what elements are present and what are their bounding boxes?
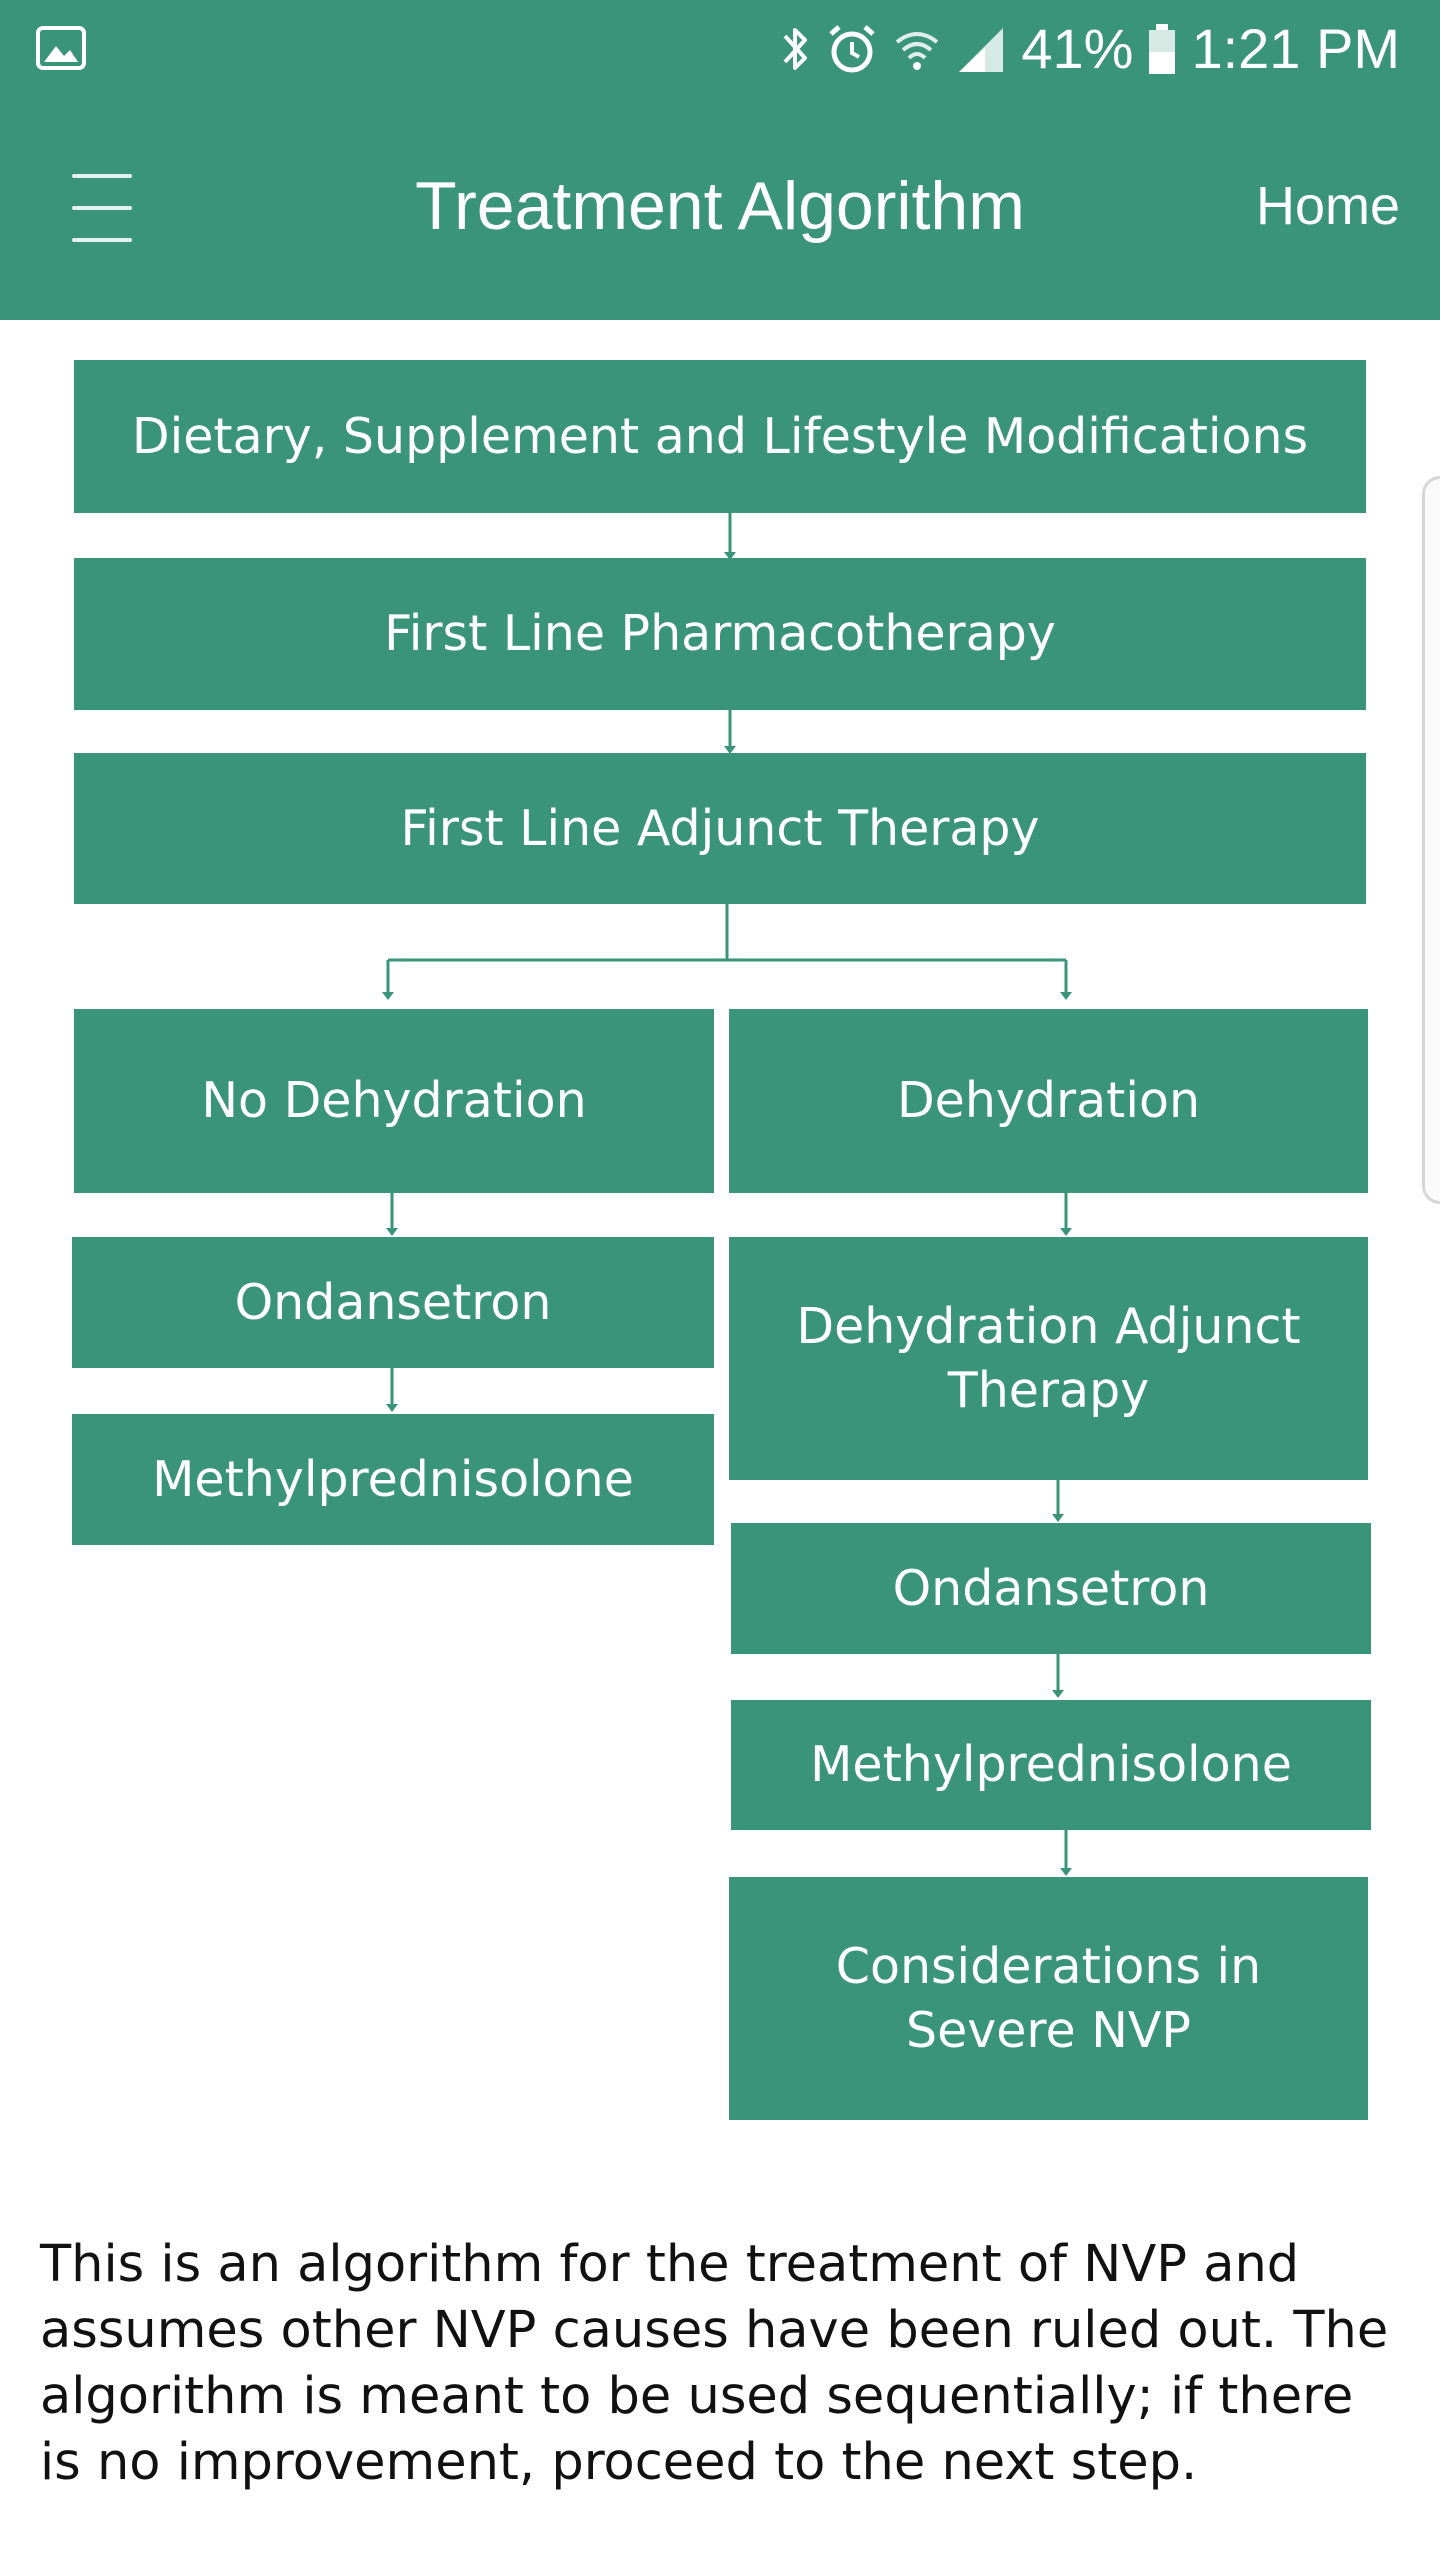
treatment-flowchart: Dietary, Supplement and Lifestyle Modifi… [0,320,1440,2140]
toolbar: Treatment Algorithm Home [0,96,1440,320]
status-icons: 41% 1:21 PM [781,14,1400,84]
hamburger-menu-icon[interactable] [60,166,144,250]
bluetooth-icon [781,22,811,76]
wifi-icon [893,22,941,76]
branch-dehydration[interactable]: Dehydration [729,1009,1368,1193]
clock: 1:21 PM [1191,17,1400,80]
battery-icon [1147,22,1177,76]
flow-connectors [382,513,1072,1876]
gallery-notification-icon [36,26,86,70]
no-dehydration-methylprednisolone[interactable]: Methylprednisolone [72,1414,714,1545]
step-lifestyle-modifications[interactable]: Dietary, Supplement and Lifestyle Modifi… [74,360,1366,513]
alarm-icon [825,22,879,76]
home-button[interactable]: Home [1255,176,1400,236]
edge-panel-handle[interactable] [1422,476,1440,1204]
dehydration-ondansetron[interactable]: Ondansetron [731,1523,1371,1654]
branch-no-dehydration[interactable]: No Dehydration [74,1009,714,1193]
signal-icon [955,22,1007,76]
algorithm-description: This is an algorithm for the treatment o… [40,2235,1389,2492]
app-bar: 41% 1:21 PM Treatment Algorithm Home [0,0,1440,320]
battery-percent: 41% [1021,17,1134,80]
step-first-line-pharmacotherapy[interactable]: First Line Pharmacotherapy [74,558,1366,710]
page-title: Treatment Algorithm [415,168,1025,244]
status-bar: 41% 1:21 PM [0,0,1440,96]
no-dehydration-ondansetron[interactable]: Ondansetron [72,1237,714,1368]
considerations-severe-nvp[interactable]: Considerations in Severe NVP [729,1877,1368,2120]
dehydration-adjunct-therapy[interactable]: Dehydration Adjunct Therapy [729,1237,1368,1480]
step-first-line-adjunct-therapy[interactable]: First Line Adjunct Therapy [74,753,1366,904]
dehydration-methylprednisolone[interactable]: Methylprednisolone [731,1700,1371,1830]
